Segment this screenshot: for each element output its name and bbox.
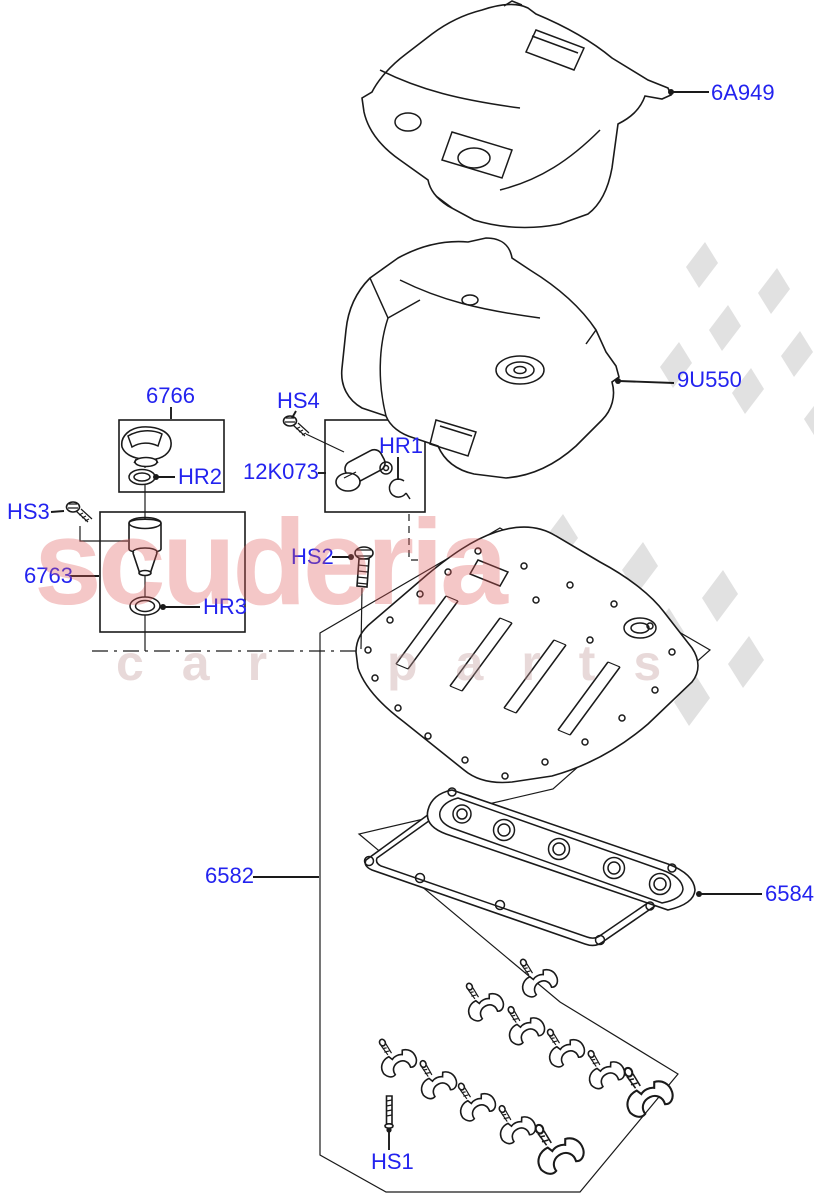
filler-neck-detail-box xyxy=(99,511,246,633)
oil-filler-cap-art xyxy=(120,426,172,468)
callout-hs2[interactable]: HS2 xyxy=(291,544,334,569)
callout-hr1[interactable]: HR1 xyxy=(379,433,424,458)
engine-cover-upper-art xyxy=(361,0,673,229)
callout-12k073[interactable]: 12K073 xyxy=(243,459,319,484)
callout-6763[interactable]: 6763 xyxy=(24,563,73,588)
cover-bolt-bosses xyxy=(364,547,676,780)
oring-hr3-art xyxy=(129,596,161,616)
callout-hs3[interactable]: HS3 xyxy=(7,499,50,524)
callout-6582[interactable]: 6582 xyxy=(205,863,254,888)
callout-6584[interactable]: 6584 xyxy=(765,881,814,906)
gasket-6584-art xyxy=(426,787,696,911)
bolt-hs4-art xyxy=(282,415,345,453)
sensor-dashed-leader xyxy=(408,514,421,561)
watermark-tagline-text: car parts xyxy=(116,635,700,691)
bolt-hs3-art xyxy=(65,501,128,542)
callout-hr2[interactable]: HR2 xyxy=(178,464,223,489)
oil-cap-detail-box xyxy=(118,419,225,493)
callout-leader-lines xyxy=(50,89,762,1150)
oil-filler-neck-art xyxy=(128,516,162,577)
camshaft-cover-art xyxy=(355,526,699,784)
callout-hs1[interactable]: HS1 xyxy=(371,1149,414,1174)
callout-hr3[interactable]: HR3 xyxy=(203,594,248,619)
stud-hs1-art xyxy=(384,1095,394,1133)
callout-hs4[interactable]: HS4 xyxy=(277,388,320,413)
callout-6a949[interactable]: 6A949 xyxy=(711,80,775,105)
bolt-hs2-art xyxy=(354,546,374,650)
sensor-detail-box xyxy=(324,419,426,513)
watermark-brand-text: scuderia xyxy=(34,494,508,630)
oring-hr2-art xyxy=(128,468,156,486)
camshaft-sensor-art xyxy=(335,448,393,492)
callout-6766[interactable]: 6766 xyxy=(146,383,195,408)
engine-cover-lower-art xyxy=(340,237,620,479)
camshaft-caps-art xyxy=(368,948,678,1179)
callout-9u550[interactable]: 9U550 xyxy=(677,367,742,392)
